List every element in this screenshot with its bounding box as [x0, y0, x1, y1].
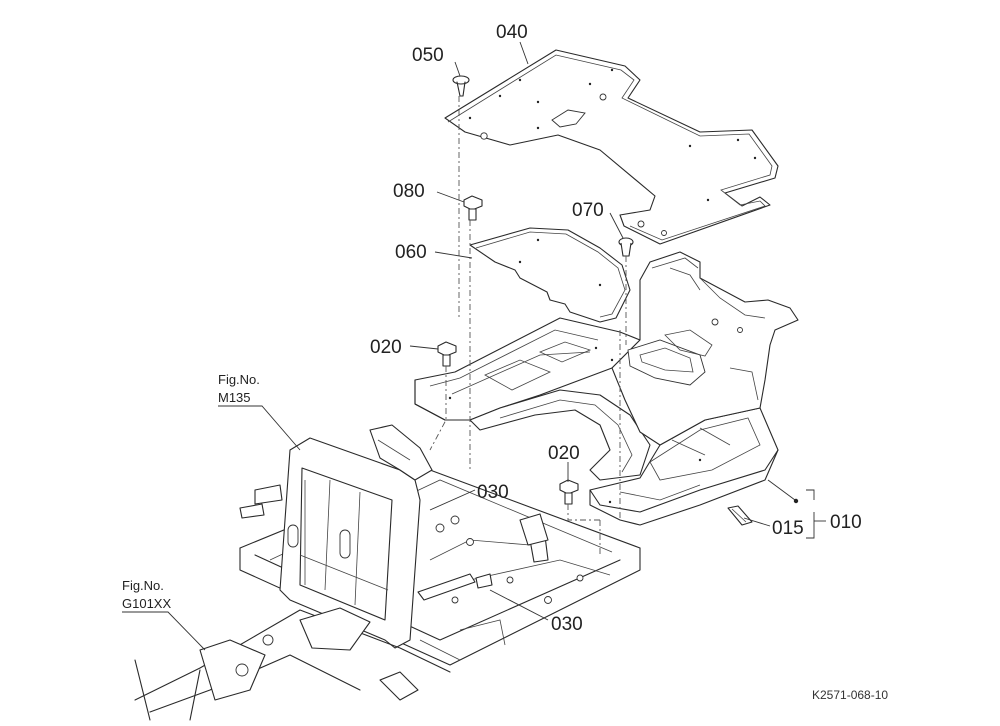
clip-070[interactable] — [618, 237, 634, 257]
drawing-code: K2571-068-10 — [812, 688, 888, 702]
bolt-020-lower[interactable] — [559, 479, 579, 505]
label-030-upper: 030 — [477, 482, 509, 503]
label-030-lower: 030 — [551, 614, 583, 635]
figure-references: Fig.No. M135 Fig.No. G101XX — [122, 372, 260, 611]
clip-050[interactable] — [452, 75, 470, 97]
label-050: 050 — [412, 45, 444, 66]
part-labels: 040 050 080 070 060 020 020 030 030 015 … — [370, 22, 862, 635]
frame-chassis — [134, 424, 641, 721]
floor-mat-040[interactable] — [444, 49, 779, 245]
label-060: 060 — [395, 242, 427, 263]
ref-m135-line2: M135 — [218, 390, 251, 405]
mat-060[interactable] — [469, 227, 631, 323]
decal-015[interactable] — [727, 505, 753, 526]
label-070: 070 — [572, 200, 604, 221]
ref-m135-line1: Fig.No. — [218, 372, 260, 387]
alignment-lines — [429, 96, 627, 555]
label-010: 010 — [830, 512, 862, 533]
label-015: 015 — [772, 518, 804, 539]
ref-g101-line1: Fig.No. — [122, 578, 164, 593]
label-080: 080 — [393, 181, 425, 202]
bolt-020-upper[interactable] — [437, 341, 457, 367]
bolt-080[interactable] — [463, 195, 483, 221]
step-assembly-010[interactable] — [414, 251, 799, 526]
ref-g101-line2: G101XX — [122, 596, 171, 611]
label-040: 040 — [496, 22, 528, 43]
leader-lines — [122, 41, 826, 651]
label-020-lower: 020 — [548, 443, 580, 464]
label-020-upper: 020 — [370, 337, 402, 358]
